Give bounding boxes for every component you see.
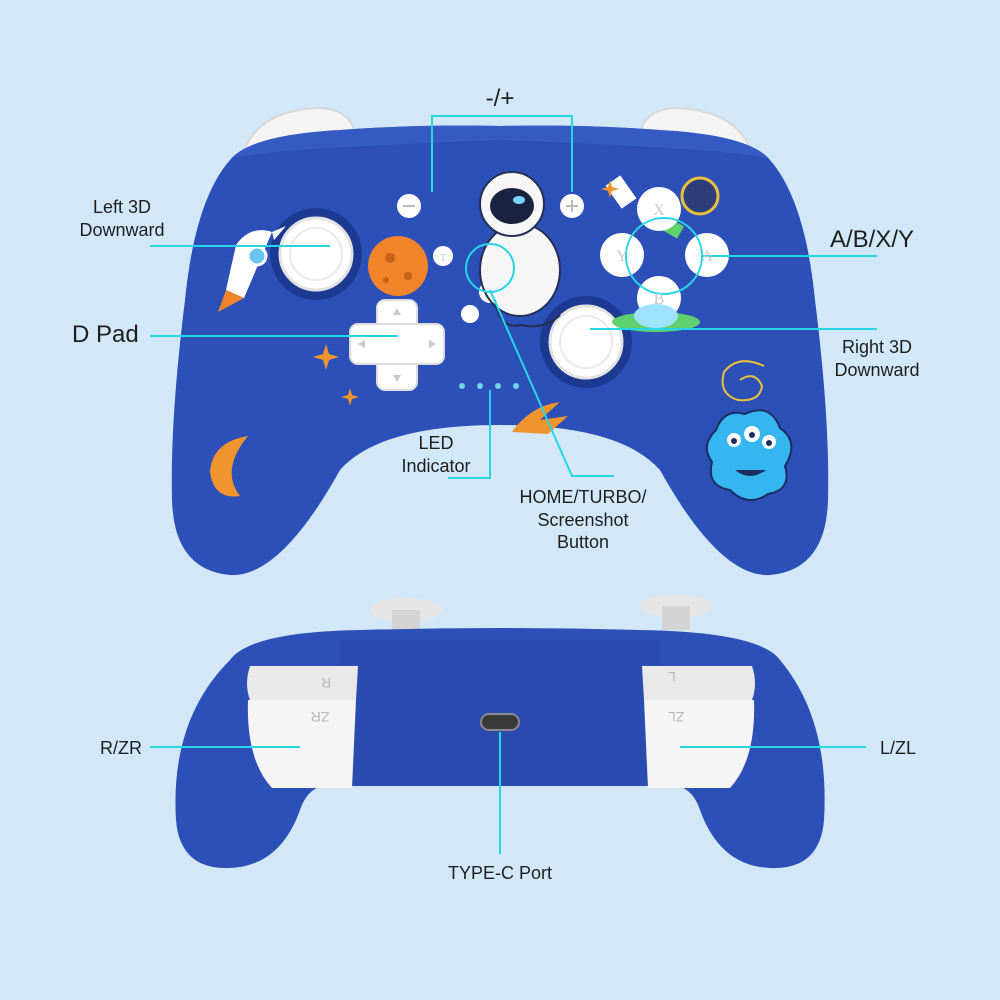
r-zr-label: R/ZR [100, 738, 142, 758]
y-button [600, 233, 644, 277]
comet-decal [512, 402, 568, 434]
galaxy-decal [721, 360, 765, 402]
ufo-decal [612, 304, 700, 332]
y-glyph: Y [616, 248, 628, 265]
l-glyph: L [668, 669, 676, 685]
callout-lines [150, 115, 877, 854]
l-zl-label: L/ZL [880, 738, 917, 758]
l-zl-triggers [642, 666, 755, 788]
d-pad [349, 299, 445, 391]
left-3d-label: Left 3D Downward [79, 197, 165, 240]
minus-plus-label: -/+ [485, 85, 515, 112]
zr-glyph: ZR [311, 709, 330, 725]
abxy-label: A/B/X/Y [830, 226, 915, 253]
d-pad-label: D Pad [72, 321, 139, 348]
turbo-glyph: T [440, 253, 446, 264]
moon-decal [210, 436, 248, 497]
monster-decal [705, 409, 793, 501]
x-button [637, 187, 681, 231]
rocket-decal [218, 226, 286, 312]
b-glyph: B [654, 291, 665, 308]
led-indicator-label: LED Indicator [401, 433, 471, 476]
right-3d-label: Right 3D Downward [834, 337, 920, 380]
astronaut-decal [479, 171, 561, 328]
star-decals [313, 180, 619, 406]
home-turbo-screenshot-label: HOME/TURBO/ Screenshot Button [519, 487, 647, 552]
controller-front-view [171, 106, 829, 576]
a-glyph: A [701, 248, 713, 265]
x-glyph: X [653, 202, 665, 219]
led-indicators [459, 383, 519, 389]
type-c-port-label: TYPE-C Port [447, 863, 553, 883]
type-c-port [480, 713, 520, 731]
turbo-button [433, 246, 453, 266]
r-glyph: R [321, 675, 331, 691]
planet-decal [368, 236, 428, 296]
zl-glyph: ZL [668, 709, 685, 725]
r-zr-triggers [247, 666, 358, 788]
